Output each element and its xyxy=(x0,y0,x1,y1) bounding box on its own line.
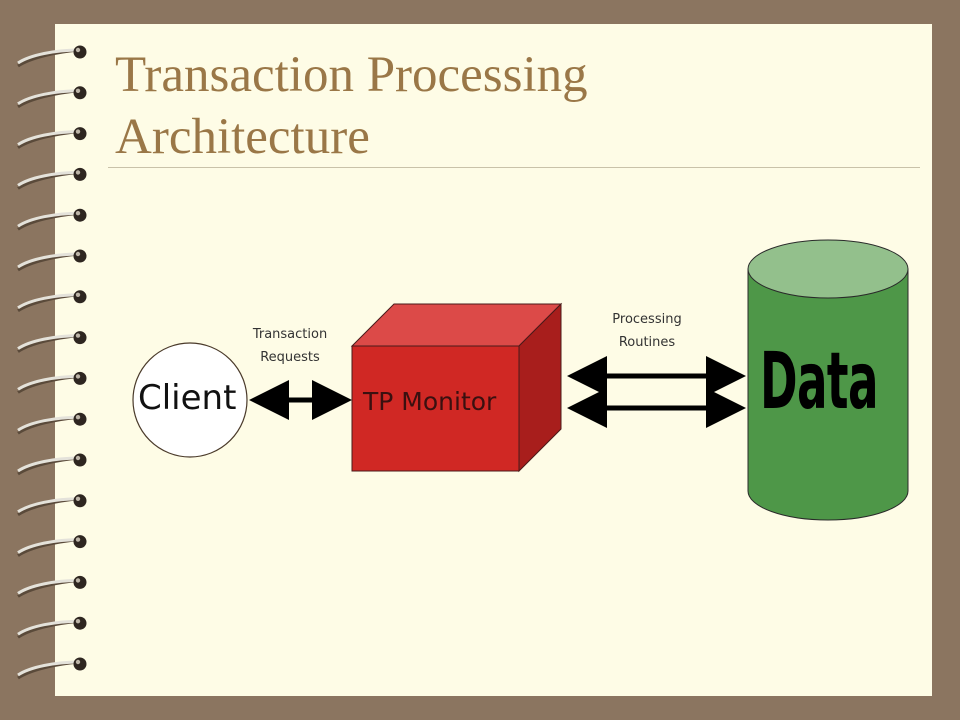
title-underline xyxy=(108,167,920,168)
cylinder-top xyxy=(747,239,909,299)
transaction-requests-label: Transaction Requests xyxy=(240,323,340,369)
spiral-binding-ring-icon xyxy=(17,453,87,476)
spiral-binding-ring-icon xyxy=(17,45,87,68)
processing-routines-line-1: Processing xyxy=(612,312,682,327)
spiral-binding-ring-icon xyxy=(17,657,87,680)
processing-routines-line-2: Routines xyxy=(618,335,676,350)
processing-routines-label: Processing Routines xyxy=(597,308,697,354)
tp-monitor-front-face xyxy=(351,345,520,472)
spiral-binding-ring-icon xyxy=(17,208,87,231)
spiral-binding-ring-icon xyxy=(17,127,87,149)
spiral-binding-ring-icon xyxy=(17,575,87,598)
slide-title: Transaction Processing Architecture xyxy=(115,44,588,168)
tp-monitor-label: TP Monitor xyxy=(363,387,497,416)
data-label: Data xyxy=(760,337,879,427)
spiral-binding-ring-icon xyxy=(17,494,87,517)
title-line-1: Transaction Processing xyxy=(115,47,588,103)
spiral-binding-ring-icon xyxy=(17,290,87,313)
data-cylinder xyxy=(747,239,909,521)
spiral-binding-ring-icon xyxy=(17,249,87,272)
transaction-requests-line-1: Transaction xyxy=(252,327,328,342)
spiral-binding-ring-icon xyxy=(17,167,87,190)
spiral-binding-ring-icon xyxy=(17,371,87,394)
spiral-binding-ring-icon xyxy=(17,616,87,639)
client-node xyxy=(132,342,248,458)
tp-monitor-node xyxy=(350,302,563,473)
spiral-binding-ring-icon xyxy=(17,412,87,435)
client-label: Client xyxy=(138,378,237,418)
spiral-binding-ring-icon xyxy=(17,86,87,109)
transaction-requests-line-2: Requests xyxy=(260,350,320,365)
cylinder-body xyxy=(747,268,909,521)
title-line-2: Architecture xyxy=(115,109,370,165)
spiral-binding-ring-icon xyxy=(17,331,87,353)
spiral-binding-ring-icon xyxy=(17,535,87,557)
